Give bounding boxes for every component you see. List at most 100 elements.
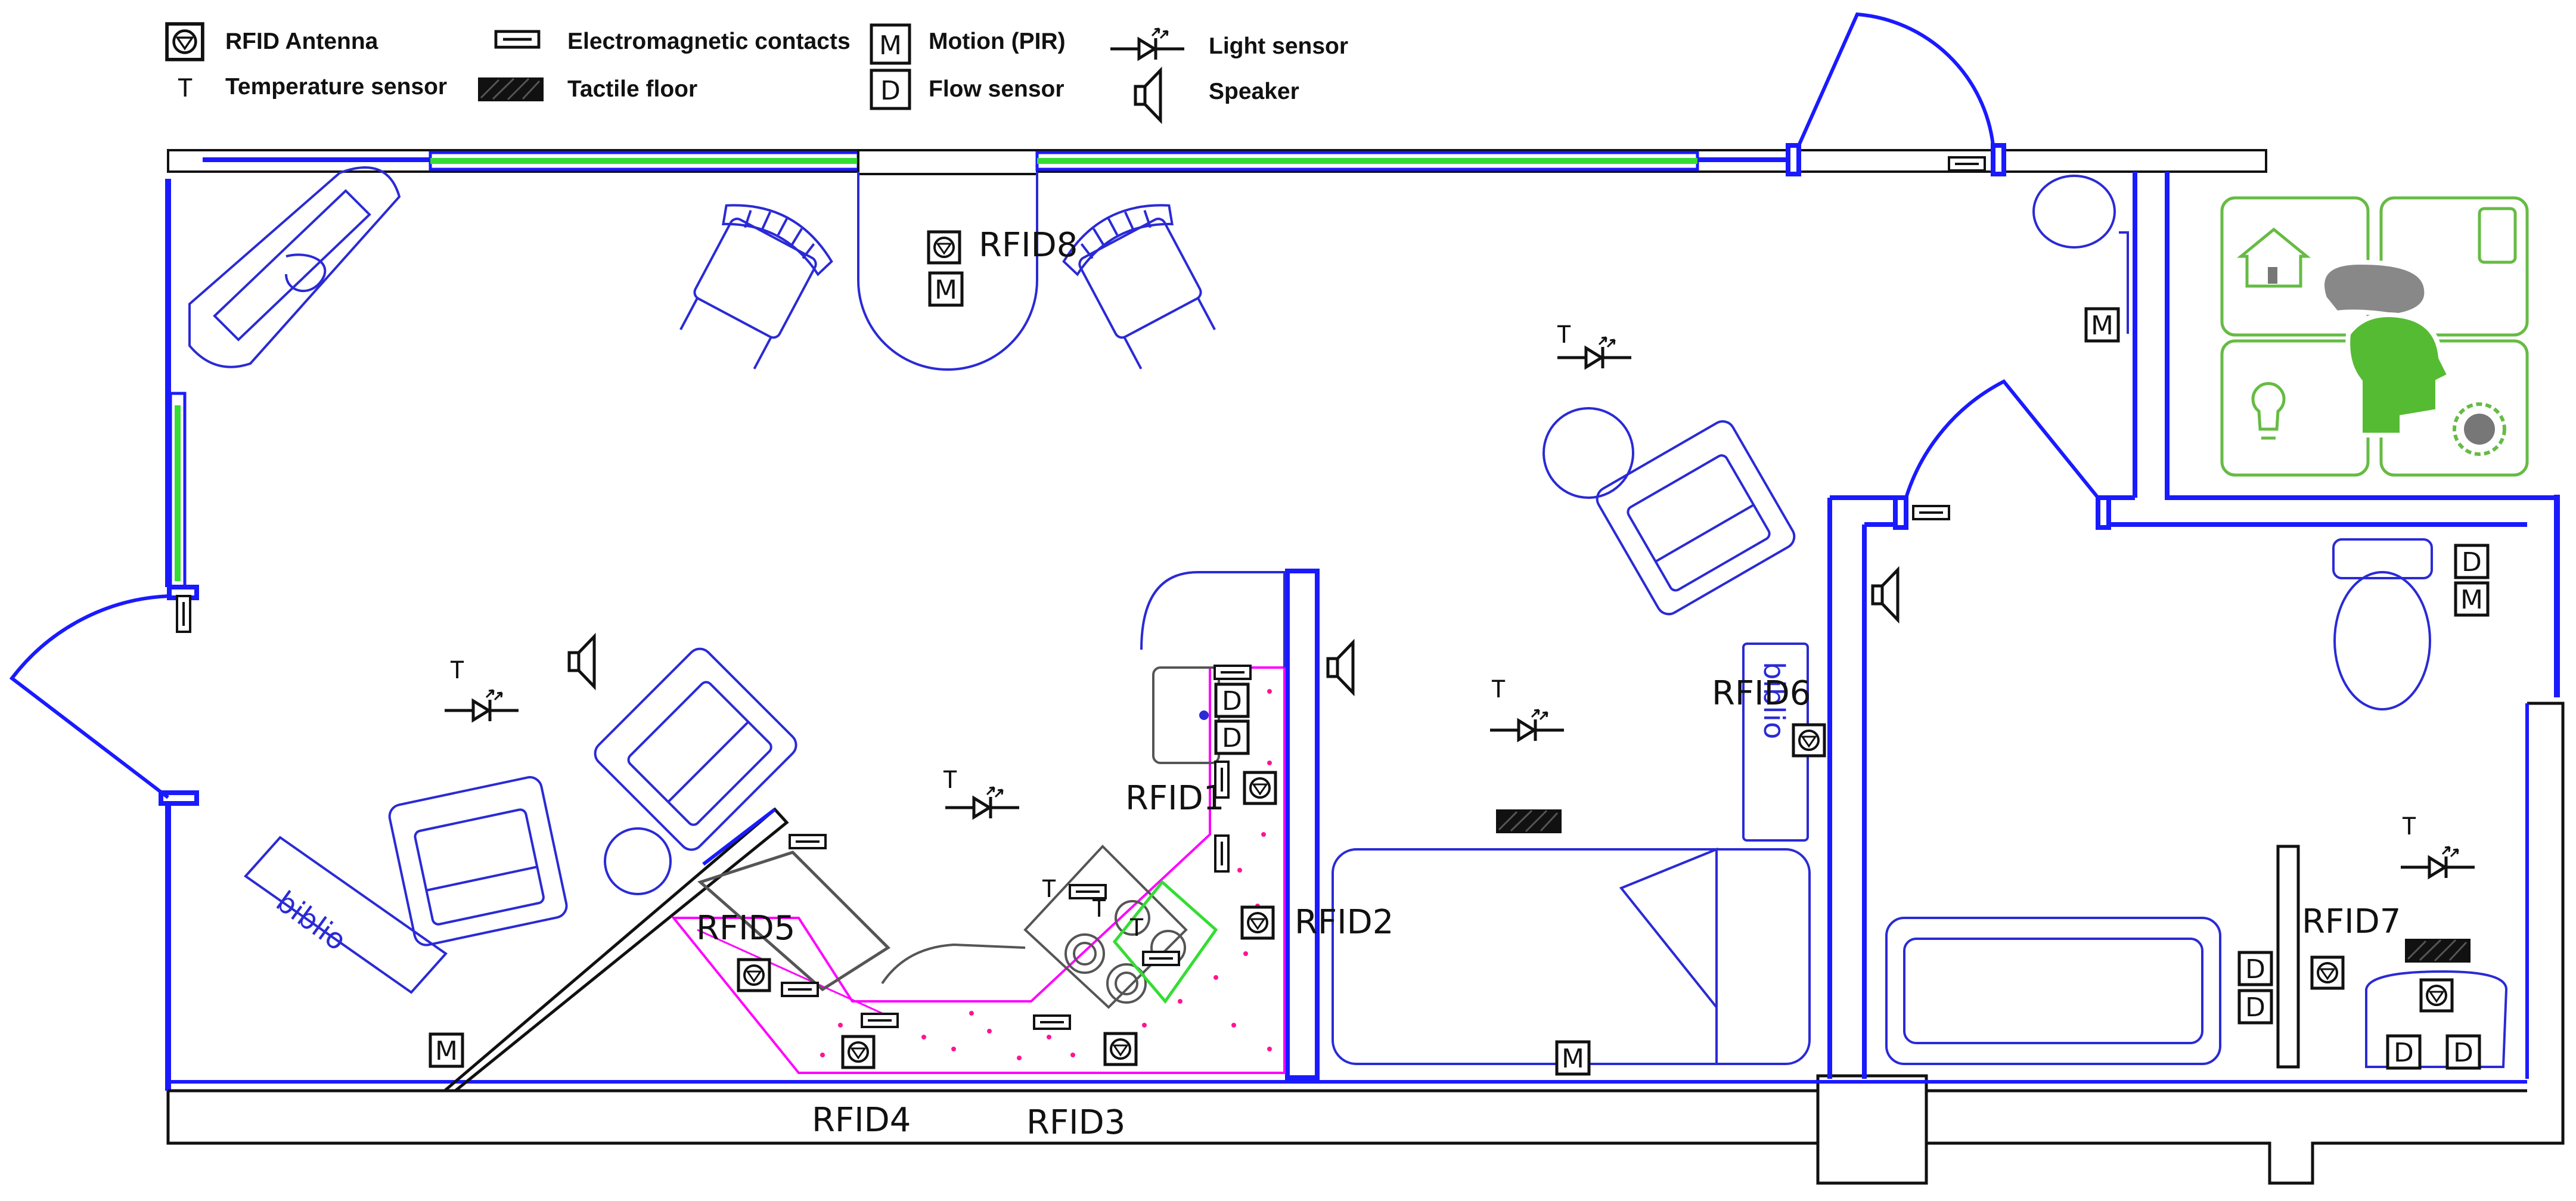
tactile-floor-icon [1495,808,1563,834]
temperature-sensor-icon: T [450,657,464,684]
contact-sensor-icon [1214,834,1230,873]
legend-tactile-label: Tactile floor [567,76,697,102]
doors [9,12,2100,799]
svg-text:M: M [435,1036,458,1066]
svg-text:M: M [935,275,957,305]
temperature-sensor-icon: T [1557,321,1571,349]
rfid-antenna-icon [2312,957,2343,988]
rfid-antenna-icon [929,232,960,263]
furniture-bedroom [1332,407,1811,1065]
bookshelf-label-living: biblio [270,885,352,957]
legend-contacts-label: Electromagnetic contacts [567,29,851,54]
rfid-antenna-icon [1244,772,1275,803]
svg-text:D: D [880,76,901,106]
legend-contact-icon [496,32,539,47]
contact-sensor-icon [1069,884,1107,899]
temperature-sensor-icon: T [1129,914,1144,942]
legend-light-icon [1110,29,1184,60]
windows [169,149,1699,592]
legend-light-label: Light sensor [1209,33,1348,59]
rfid4-label: RFID4 [812,1101,911,1140]
contact-sensor-icon [789,834,827,849]
tactile-floor-icon [2404,938,2472,964]
flow-sensor-icon: D [2454,544,2490,579]
rfid-antenna-icon [1105,1034,1136,1065]
legend-temperature-label: Temperature sensor [225,74,447,100]
temperature-sensor-icon: T [943,766,957,794]
light-sensor-icon [2401,847,2475,878]
svg-text:M: M [879,30,902,61]
outer-walls [165,149,2565,1185]
furniture-living [188,166,1216,1092]
motion-sensor-icon: M [2084,307,2120,343]
kitchen [671,571,1286,1074]
temperature-sensor-icon: T [1491,676,1506,703]
temperature-sensor-icon: T [2402,813,2416,840]
legend-speaker-icon [1135,70,1160,120]
rfid7-label: RFID7 [2302,902,2401,941]
flow-sensor-icon: D [2445,1034,2481,1070]
temperature-sensor-icon: T [1092,895,1106,923]
contact-sensor-icon [1142,951,1180,966]
legend: RFID Antenna T Temperature sensor Electr… [167,24,1348,120]
motion-sensor-icon: M [2454,581,2490,617]
svg-text:D: D [2394,1038,2414,1068]
speaker-icon [569,637,594,687]
flow-sensor-icon: D [2386,1034,2422,1070]
rfid-antenna-icon [843,1036,874,1067]
light-sensor-icon [1490,710,1564,741]
legend-flow-label: Flow sensor [929,76,1064,102]
motion-sensor-icon: M [429,1032,464,1068]
sensors: M M M M M D D D D D D D T T T T T T T T [176,156,2490,1076]
contact-sensor-icon [1213,665,1252,680]
rfid3-label: RFID3 [1026,1103,1125,1142]
interior-walls [159,143,2557,1080]
flow-sensor-icon: D [1214,682,1250,718]
contact-sensor-icon [1033,1014,1071,1030]
svg-text:D: D [1222,686,1242,716]
rfid-labels: RFID8 RFID1 RFID2 RFID3 RFID4 RFID5 RFID… [696,226,2401,1142]
svg-text:M: M [1562,1044,1584,1074]
legend-temperature-icon: T [178,73,193,103]
rfid-antenna-icon [1242,907,1273,938]
rfid-antenna-icon [738,960,769,991]
temperature-sensor-icon: T [1042,876,1056,903]
legend-speaker-label: Speaker [1209,79,1299,104]
svg-text:D: D [2245,992,2265,1023]
flow-sensor-icon: D [2237,989,2273,1025]
light-sensor-icon [445,690,519,721]
smart-home-logo [2220,196,2529,477]
svg-text:D: D [2245,954,2265,985]
svg-text:D: D [2462,547,2482,578]
contact-sensor-icon [1948,156,1986,172]
rfid-antenna-icon [2421,980,2452,1011]
legend-motion-label: Motion (PIR) [929,29,1066,54]
contact-sensor-icon [781,982,819,997]
svg-text:D: D [2453,1038,2473,1068]
contact-sensor-icon [176,595,191,633]
legend-motion-icon: M [870,23,911,65]
bookshelf-label-bedroom: biblio [1757,662,1790,739]
svg-text:D: D [1222,723,1242,753]
motion-sensor-icon: M [1555,1040,1591,1076]
legend-flow-icon: D [870,69,911,110]
svg-text:M: M [2091,311,2113,341]
legend-rfid-icon [167,24,203,60]
rfid5-label: RFID5 [696,909,795,948]
rfid8-label: RFID8 [979,226,1078,265]
flow-sensor-icon: D [2237,951,2273,986]
legend-tactile-icon [477,76,545,103]
rfid2-label: RFID2 [1295,903,1393,942]
rfid6-label: RFID6 [1712,674,1811,713]
contact-sensor-icon [1912,505,1950,520]
legend-rfid-label: RFID Antenna [225,29,378,54]
rfid-antenna-icon [1793,725,1824,756]
contact-sensor-icon [861,1013,899,1028]
flow-sensor-icon: D [1214,719,1250,755]
rfid1-label: RFID1 [1125,779,1224,818]
speaker-icon [1873,570,1898,620]
motion-sensor-icon: M [928,271,964,307]
speaker-icon [1328,643,1353,693]
furniture-bathroom [1885,175,2508,1069]
